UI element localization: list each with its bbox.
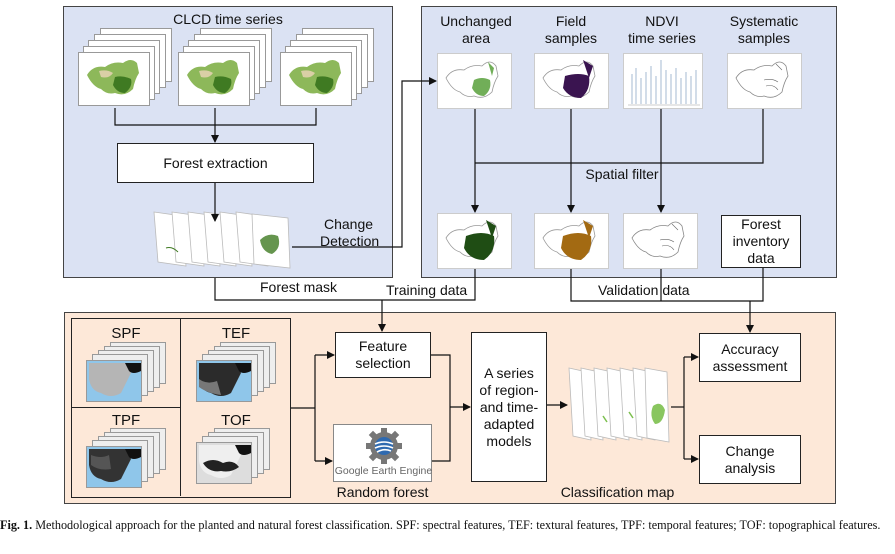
clcd-map-stack-3: [280, 28, 380, 108]
source-label-systematic-1: Systematic: [729, 13, 799, 29]
change-analysis-box: Change analysis: [699, 435, 801, 484]
forest-extraction-box: Forest extraction: [117, 143, 314, 183]
source-label-ndvi-1: NDVI: [645, 13, 679, 29]
source-label-systematic-2: samples: [737, 30, 791, 46]
feature-grid: [71, 318, 291, 498]
training-data-label: Training data: [386, 282, 468, 298]
feature-label-tof: TOF: [221, 412, 251, 429]
clcd-map-stack-1: [78, 28, 178, 108]
earth-engine-gear-icon: [366, 428, 402, 464]
models-line1: A series: [484, 364, 534, 381]
classification-map-stack: [567, 366, 671, 448]
spatial-filter-label: Spatial filter: [585, 166, 659, 182]
clcd-map-stack-2: [178, 28, 278, 108]
change-analysis-line1: Change: [725, 442, 775, 459]
ndvi-time-series-chart: [623, 53, 703, 109]
feature-label-tef: TEF: [221, 325, 251, 342]
china-map-icon: [78, 52, 150, 106]
google-earth-engine-box: Google Earth Engine: [333, 424, 432, 482]
random-forest-label: Random forest: [336, 484, 429, 500]
accuracy-assessment-box: Accuracy assessment: [699, 333, 801, 382]
forest-inventory-line3: data: [747, 250, 775, 266]
accuracy-line1: Accuracy: [721, 340, 779, 357]
accuracy-line2: assessment: [712, 357, 788, 374]
models-line2: of region-: [479, 381, 539, 398]
clcd-title: CLCD time series: [173, 11, 283, 27]
feature-selection-line1: Feature: [358, 338, 408, 354]
figure-caption-text: Methodological approach for the planted …: [32, 518, 881, 532]
field-samples-map: [534, 53, 609, 109]
change-detection-label-1: Change: [324, 216, 374, 232]
spf-map-stack: [86, 342, 176, 404]
change-analysis-line2: analysis: [724, 459, 776, 476]
systematic-samples-map: [727, 53, 802, 109]
feature-label-tpf: TPF: [111, 412, 141, 429]
models-line4: adapted: [483, 415, 535, 432]
source-label-field-1: Field: [555, 13, 587, 29]
forest-inventory-line1: Forest: [741, 216, 781, 232]
models-line3: and time-: [479, 398, 539, 415]
china-map-icon: [280, 52, 352, 106]
tpf-map-stack: [86, 428, 176, 492]
tof-map-stack: [196, 428, 286, 492]
classification-map-label: Classification map: [560, 484, 675, 500]
models-line5: models: [486, 432, 532, 449]
field-validation-map: [534, 213, 609, 269]
validation-data-label: Validation data: [598, 282, 690, 298]
training-samples-map: [437, 213, 512, 269]
forest-mask-label: Forest mask: [260, 279, 338, 295]
forest-inventory-line2: inventory: [732, 233, 790, 249]
figure-caption: Fig. 1. Methodological approach for the …: [0, 518, 895, 533]
unchanged-area-map: [437, 53, 512, 109]
tef-map-stack: [196, 342, 286, 404]
forest-inventory-box: Forest inventory data: [721, 215, 801, 268]
source-label-ndvi-2: time series: [628, 30, 696, 46]
china-map-icon: [178, 52, 250, 106]
gee-logo-text: Google Earth Engine: [334, 465, 433, 477]
forest-mask-stack: [152, 208, 292, 270]
source-label-unchanged-1: Unchanged: [440, 13, 512, 29]
gee-google: Google: [334, 465, 369, 477]
ndvi-validation-map: [623, 213, 698, 269]
source-label-field-2: samples: [544, 30, 598, 46]
change-detection-label-2: Detection: [320, 233, 380, 249]
source-label-unchanged-2: area: [461, 30, 491, 46]
feature-selection-box: Feature selection: [335, 332, 431, 378]
figure-caption-label: Fig. 1.: [0, 518, 33, 532]
feature-label-spf: SPF: [111, 325, 141, 342]
models-box: A series of region- and time- adapted mo…: [471, 332, 547, 482]
gee-earth-engine: Earth Engine: [368, 465, 433, 477]
feature-selection-line2: selection: [355, 355, 411, 371]
